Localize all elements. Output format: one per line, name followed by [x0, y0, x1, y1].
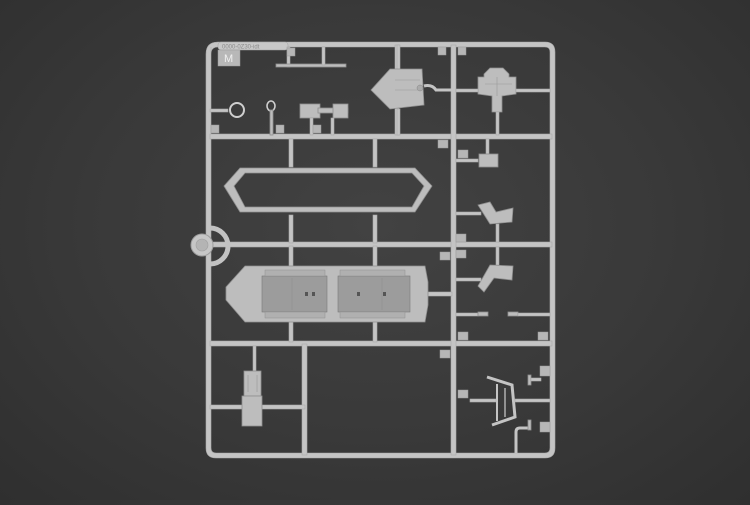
support-bracket-upper — [455, 201, 514, 243]
bent-pipe-part-17 — [514, 419, 551, 453]
sprue-code-label: 0000-0Z30-idt — [217, 41, 289, 51]
ejector-disc — [190, 225, 231, 267]
hull-rim-part — [223, 167, 433, 213]
svg-text:M: M — [224, 53, 233, 65]
bracket-assembly-part — [299, 103, 349, 136]
t-bar-part — [275, 46, 347, 68]
cross-housing-part — [455, 67, 551, 136]
seat-column-part — [241, 345, 263, 427]
handrail-frame-part — [457, 375, 551, 427]
ring-clip-part — [209, 102, 245, 134]
sprue-letter-tag: M — [217, 49, 241, 67]
small-block-part-8 — [437, 138, 499, 168]
pointed-cover-part — [370, 44, 467, 136]
part-tag-14 — [439, 349, 451, 359]
small-peg-part-16 — [527, 365, 551, 386]
hull-interior-part — [225, 249, 467, 323]
support-bracket-lower — [455, 246, 514, 293]
loop-rod-part — [266, 100, 285, 136]
pins-part — [455, 311, 551, 341]
svg-text:0000-0Z30-idt: 0000-0Z30-idt — [222, 45, 260, 51]
sprue-frame — [205, 41, 556, 459]
